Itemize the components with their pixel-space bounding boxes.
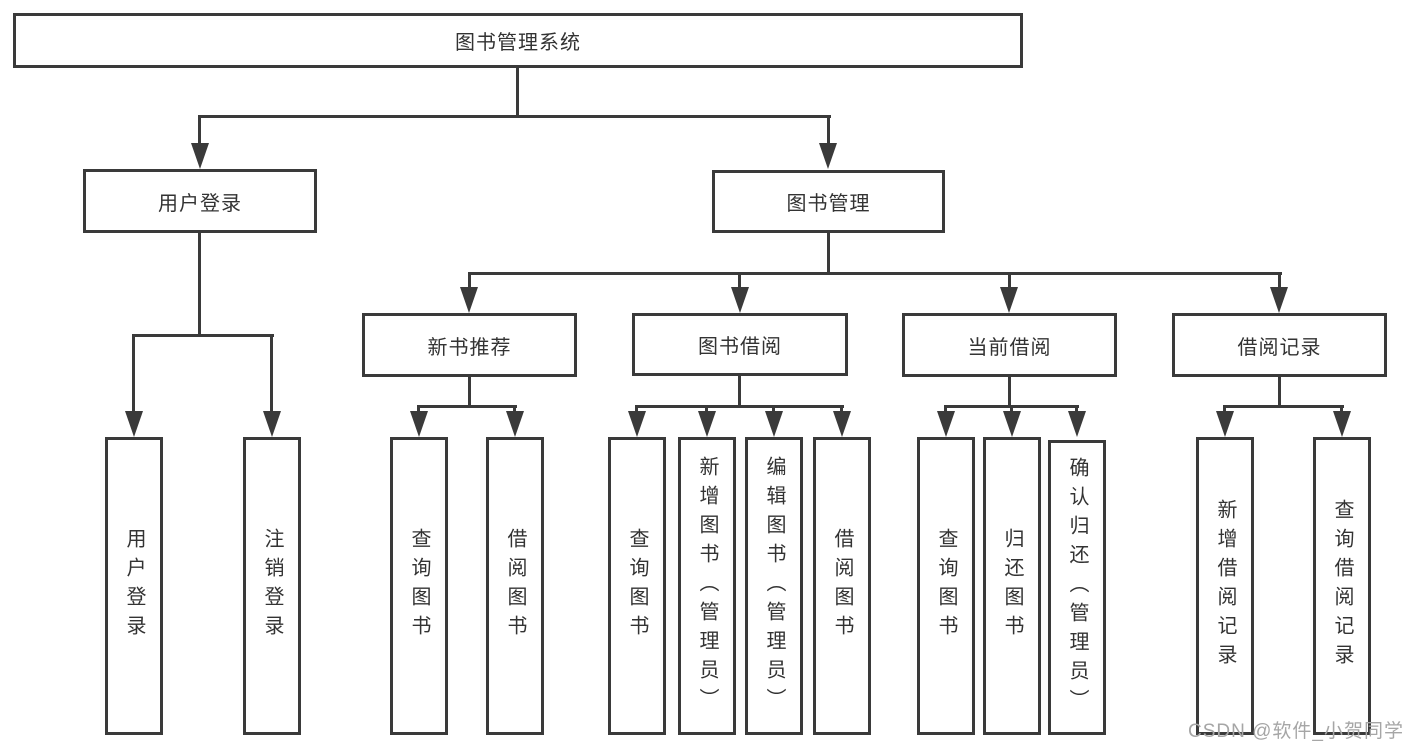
connector-drop-module (1278, 272, 1281, 289)
node-root: 图书管理系统 (13, 13, 1023, 68)
leaf-bb-query-book-label: 查询图书 (626, 528, 648, 644)
leaf-bb-add-book: 新增图书（管理员） (678, 437, 736, 735)
connector-drop-leaf (1010, 405, 1013, 415)
connector-current-borrow-stem (1008, 377, 1011, 407)
leaf-br-query-record-label: 查询借阅记录 (1331, 499, 1353, 673)
node-book-borrow-label: 图书借阅 (698, 336, 782, 358)
arrow-down-icon (765, 411, 783, 437)
arrow-down-icon (263, 411, 281, 437)
connector-drop-leaf (772, 405, 775, 415)
arrow-down-icon (125, 411, 143, 437)
leaf-br-add-record: 新增借阅记录 (1196, 437, 1254, 735)
leaf-logout: 注销登录 (243, 437, 301, 735)
node-user-login-label: 用户登录 (158, 192, 242, 215)
leaf-user-login-label: 用户登录 (123, 528, 145, 644)
connector-drop-leaf (840, 405, 843, 415)
arrow-down-icon (731, 287, 749, 313)
connector-user-login-rail (132, 334, 274, 337)
arrow-down-icon (1003, 411, 1021, 437)
leaf-bb-borrow-book: 借阅图书 (813, 437, 871, 735)
node-current-borrow: 当前借阅 (902, 313, 1117, 377)
arrow-down-icon (698, 411, 716, 437)
leaf-bb-borrow-book-label: 借阅图书 (831, 528, 853, 644)
leaf-cb-confirm-return-label: 确认归还（管理员） (1066, 457, 1088, 718)
connector-book-mgmt-rail (468, 272, 1282, 275)
connector-borrow-record-stem (1278, 377, 1281, 407)
arrow-down-icon (410, 411, 428, 437)
connector-root-stem (516, 68, 519, 117)
connector-drop-leaf (635, 405, 638, 415)
connector-book-mgmt-stem (827, 233, 830, 274)
node-book-mgmt: 图书管理 (712, 170, 945, 233)
node-new-book-label: 新书推荐 (427, 336, 512, 359)
arrow-down-icon (1216, 411, 1234, 437)
connector-drop-leaf (705, 405, 708, 415)
leaf-nb-borrow-book-label: 借阅图书 (504, 528, 526, 644)
connector-drop-book-mgmt (827, 115, 830, 145)
connector-new-book-stem (468, 377, 471, 407)
arrow-down-icon (506, 411, 524, 437)
connector-drop-leaf (1075, 405, 1078, 415)
arrow-down-icon (1000, 287, 1018, 313)
arrow-down-icon (460, 287, 478, 313)
arrow-down-icon (1270, 287, 1288, 313)
connector-drop-module (738, 272, 741, 289)
leaf-bb-query-book: 查询图书 (608, 437, 666, 735)
arrow-down-icon (191, 143, 209, 169)
leaf-user-login: 用户登录 (105, 437, 163, 735)
node-borrow-record-label: 借阅记录 (1237, 336, 1322, 359)
connector-drop-leaf (1223, 405, 1226, 415)
leaf-br-query-record: 查询借阅记录 (1313, 437, 1371, 735)
node-borrow-record: 借阅记录 (1172, 313, 1387, 377)
connector-drop-leaf (944, 405, 947, 415)
leaf-bb-add-book-label: 新增图书（管理员） (696, 455, 718, 717)
leaf-nb-query-book: 查询图书 (390, 437, 448, 735)
connector-drop-module (1008, 272, 1011, 289)
node-user-login: 用户登录 (83, 169, 317, 233)
arrow-down-icon (937, 411, 955, 437)
node-root-label: 图书管理系统 (455, 32, 581, 54)
arrow-down-icon (1333, 411, 1351, 437)
arrow-down-icon (819, 143, 837, 169)
connector-book-borrow-rail (635, 405, 844, 408)
leaf-cb-return-book-label: 归还图书 (1001, 528, 1023, 644)
connector-drop-module (468, 272, 471, 289)
arrow-down-icon (1068, 411, 1086, 437)
leaf-logout-label: 注销登录 (261, 528, 283, 644)
connector-drop-leaf (417, 405, 420, 415)
leaf-br-add-record-label: 新增借阅记录 (1214, 499, 1236, 673)
connector-drop-leaf (513, 405, 516, 415)
leaf-cb-confirm-return: 确认归还（管理员） (1048, 440, 1106, 735)
leaf-cb-query-book: 查询图书 (917, 437, 975, 735)
connector-book-borrow-stem (738, 376, 741, 407)
connector-drop-leaf (132, 334, 135, 414)
connector-user-login-stem (198, 233, 201, 336)
arrow-down-icon (833, 411, 851, 437)
node-current-borrow-label: 当前借阅 (967, 336, 1052, 359)
connector-drop-user-login (198, 115, 201, 145)
leaf-nb-query-book-label: 查询图书 (408, 528, 430, 644)
connector-drop-leaf (270, 334, 273, 414)
leaf-cb-return-book: 归还图书 (983, 437, 1041, 735)
watermark-text: CSDN @软件_小贺同学 (1188, 721, 1404, 742)
node-new-book: 新书推荐 (362, 313, 577, 377)
node-book-mgmt-label: 图书管理 (786, 193, 871, 215)
connector-root-rail (198, 115, 831, 118)
arrow-down-icon (628, 411, 646, 437)
leaf-bb-edit-book-label: 编辑图书（管理员） (763, 455, 785, 717)
leaf-bb-edit-book: 编辑图书（管理员） (745, 437, 803, 735)
connector-drop-leaf (1340, 405, 1343, 415)
leaf-cb-query-book-label: 查询图书 (935, 528, 957, 644)
leaf-nb-borrow-book: 借阅图书 (486, 437, 544, 735)
connector-borrow-record-rail (1223, 405, 1344, 408)
node-book-borrow: 图书借阅 (632, 313, 848, 376)
connector-new-book-rail (417, 405, 517, 408)
